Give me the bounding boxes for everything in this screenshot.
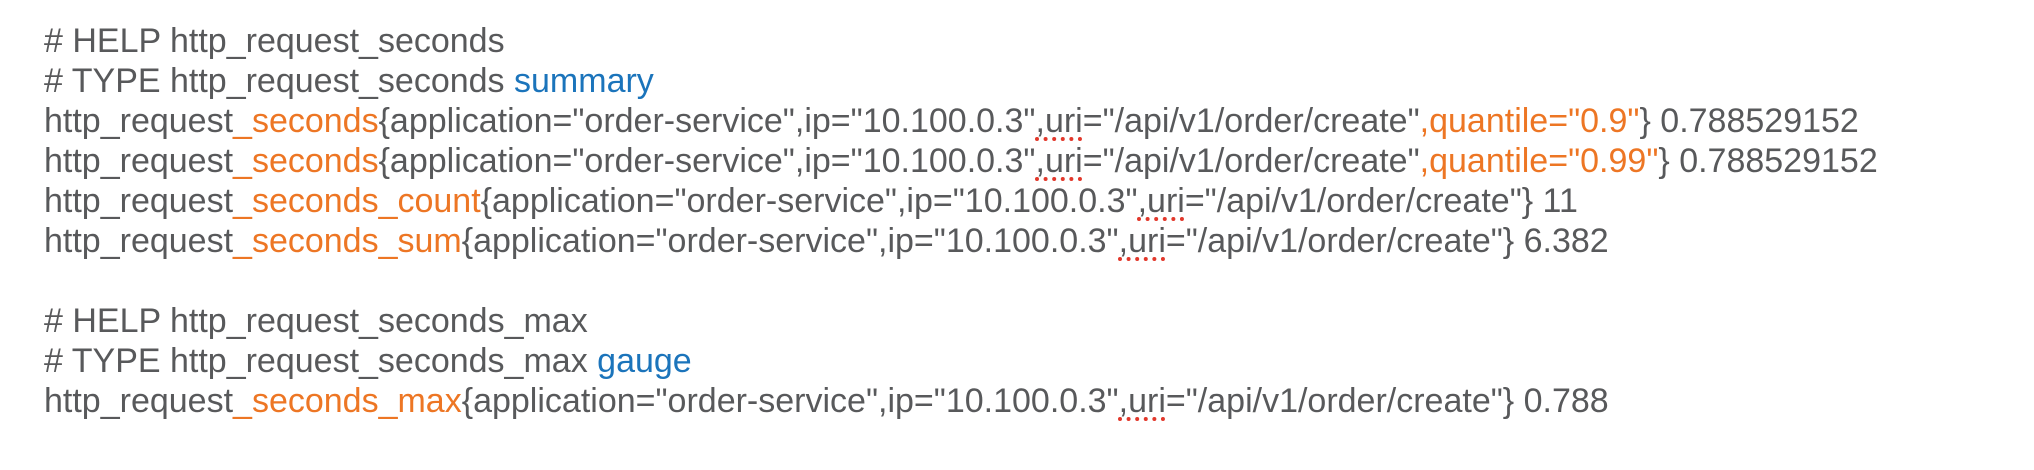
metric-name-suffix-highlighted: _seconds — [233, 142, 379, 180]
metric-line-count: http_request_seconds_count{application="… — [44, 181, 2034, 221]
help-comment: # HELP http_request_seconds — [44, 22, 505, 60]
metric-line-sum: http_request_seconds_sum{application="or… — [44, 221, 2034, 261]
metric-name-prefix: http_request — [44, 142, 234, 180]
metric-line-quantile-099: http_request_seconds{application="order-… — [44, 141, 2034, 181]
uri-label-misspelled: ,uri — [1118, 382, 1166, 420]
metric-value: } 0.788529152 — [1639, 102, 1859, 140]
uri-label-value-and-metric-value: ="/api/v1/order/create"} 6.382 — [1165, 222, 1609, 260]
type-line-http-request-seconds-max: # TYPE http_request_seconds_max gauge — [44, 341, 2034, 381]
labels-part: {application="order-service",ip="10.100.… — [461, 382, 1119, 420]
uri-label-value: ="/api/v1/order/create" — [1082, 102, 1420, 140]
help-comment: # HELP http_request_seconds_max — [44, 302, 588, 340]
help-line-http-request-seconds-max: # HELP http_request_seconds_max — [44, 301, 2034, 341]
metric-name-prefix: http_request — [44, 182, 234, 220]
metric-type-summary: summary — [514, 62, 654, 100]
help-line-http-request-seconds: # HELP http_request_seconds — [44, 21, 2034, 61]
metric-name-prefix: http_request — [44, 102, 234, 140]
quantile-label-highlighted: ,quantile="0.99" — [1419, 142, 1659, 180]
metric-type-gauge: gauge — [597, 342, 692, 380]
metric-line-quantile-09: http_request_seconds{application="order-… — [44, 101, 2034, 141]
metric-name-suffix-highlighted: _seconds — [233, 102, 379, 140]
labels-part: {application="order-service",ip="10.100.… — [378, 142, 1036, 180]
labels-part: {application="order-service",ip="10.100.… — [480, 182, 1138, 220]
type-comment: # TYPE http_request_seconds — [44, 62, 515, 100]
blank-line — [44, 261, 2034, 301]
labels-part: {application="order-service",ip="10.100.… — [461, 222, 1119, 260]
metric-name-prefix: http_request — [44, 222, 234, 260]
uri-label-value-and-metric-value: ="/api/v1/order/create"} 0.788 — [1165, 382, 1609, 420]
metric-name-suffix-highlighted: _seconds_max — [233, 382, 462, 420]
metric-name-suffix-highlighted: _seconds_count — [233, 182, 481, 220]
uri-label-misspelled: ,uri — [1035, 102, 1083, 140]
metrics-output: # HELP http_request_seconds# TYPE http_r… — [44, 21, 2034, 421]
uri-label-value-and-metric-value: ="/api/v1/order/create"} 11 — [1184, 182, 1578, 220]
metric-name-suffix-highlighted: _seconds_sum — [233, 222, 462, 260]
uri-label-misspelled: ,uri — [1137, 182, 1185, 220]
uri-label-misspelled: ,uri — [1035, 142, 1083, 180]
metric-value: } 0.788529152 — [1658, 142, 1878, 180]
quantile-label-highlighted: ,quantile="0.9" — [1419, 102, 1640, 140]
uri-label-value: ="/api/v1/order/create" — [1082, 142, 1420, 180]
type-comment: # TYPE http_request_seconds_max — [44, 342, 598, 380]
metric-line-max: http_request_seconds_max{application="or… — [44, 381, 2034, 421]
uri-label-misspelled: ,uri — [1118, 222, 1166, 260]
metric-name-prefix: http_request — [44, 382, 234, 420]
labels-part: {application="order-service",ip="10.100.… — [378, 102, 1036, 140]
type-line-http-request-seconds: # TYPE http_request_seconds summary — [44, 61, 2034, 101]
